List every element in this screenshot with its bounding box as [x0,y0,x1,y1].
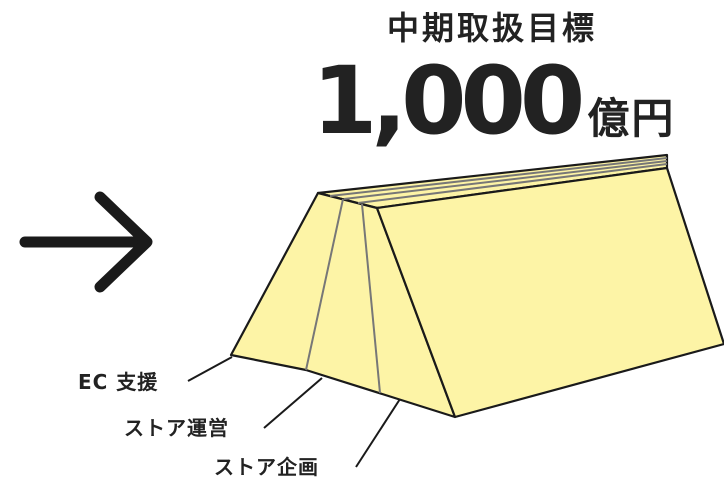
leader-store-ops [263,377,323,429]
prism-top-stripes [329,157,668,204]
target-amount-value: 1,000 [312,47,585,156]
leader-lines [187,356,401,468]
prism-block [229,153,724,419]
label-store-operation: ストア運営 [124,416,229,440]
target-amount-unit: 億円 [587,94,676,143]
leader-store-plan [355,398,401,468]
slice-dividers [305,198,381,394]
arrow-right-icon [19,191,153,293]
label-store-planning: ストア企画 [214,455,319,479]
label-ec-support: EC 支援 [78,370,159,394]
target-title: 中期取扱目標 [386,9,597,47]
prism-right-face [375,166,724,419]
leader-ec [187,356,233,382]
